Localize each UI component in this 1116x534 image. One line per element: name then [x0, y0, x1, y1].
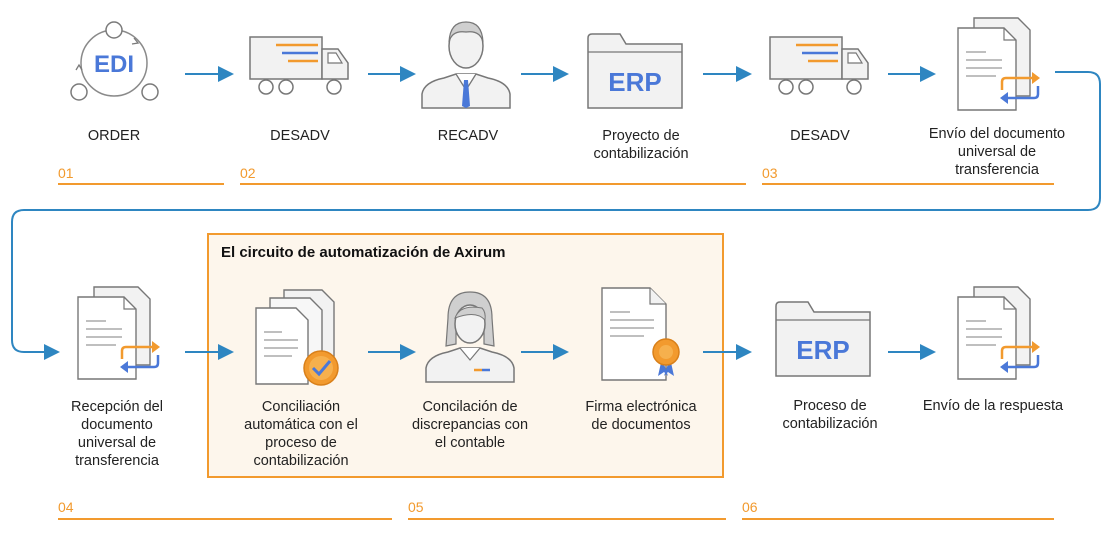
step-label: Proyecto de contabilización [593, 128, 689, 162]
wrap-connector-arrow [11, 71, 1101, 360]
step-divider [58, 518, 392, 520]
step-label: DESADV [270, 128, 330, 144]
document-exchange-icon [77, 286, 160, 380]
step-label: DESADV [790, 128, 850, 144]
step-label: Envío del documento universal de transfe… [928, 126, 1066, 178]
step-number: 03 [762, 165, 778, 181]
erp-folder-icon: ERP [775, 301, 871, 377]
step-label: Firma electrónica de documentos [585, 399, 697, 433]
step-label: RECADV [437, 128, 499, 144]
step-divider [742, 518, 1054, 520]
step-divider [58, 183, 224, 185]
document-exchange-icon [957, 17, 1040, 111]
step-label: Conciliación automática con el proceso d… [244, 399, 358, 469]
step-number: 04 [58, 499, 74, 515]
step-divider [240, 183, 746, 185]
step-number: 05 [408, 499, 424, 515]
step-label: Envío de la respuesta [922, 398, 1064, 414]
step-divider [762, 183, 1054, 185]
signed-document-icon [601, 287, 680, 381]
erp-folder-icon: ERP [587, 33, 683, 109]
erp-icon-text: ERP [608, 67, 661, 97]
truck-icon [249, 36, 349, 95]
step-number: 06 [742, 499, 758, 515]
automation-circuit-title: El circuito de automatización de Axirum [221, 244, 506, 261]
step-label: Concilación de discrepancias con el cont… [411, 399, 529, 451]
document-exchange-icon [957, 286, 1040, 380]
truck-icon [769, 36, 869, 95]
step-number: 01 [58, 165, 74, 181]
step-divider [408, 518, 726, 520]
edi-cycle-icon: EDI [70, 21, 159, 101]
step-label: ORDER [87, 128, 141, 144]
step-label: Recepción del documento universal de tra… [71, 399, 163, 469]
step-number: 02 [240, 165, 256, 181]
accountant-icon [425, 291, 515, 383]
document-check-icon [255, 289, 339, 386]
edi-icon-text: EDI [94, 51, 134, 78]
businessman-icon [421, 21, 511, 109]
erp-icon-text: ERP [796, 335, 849, 365]
step-label: Proceso de contabilización [782, 398, 878, 432]
